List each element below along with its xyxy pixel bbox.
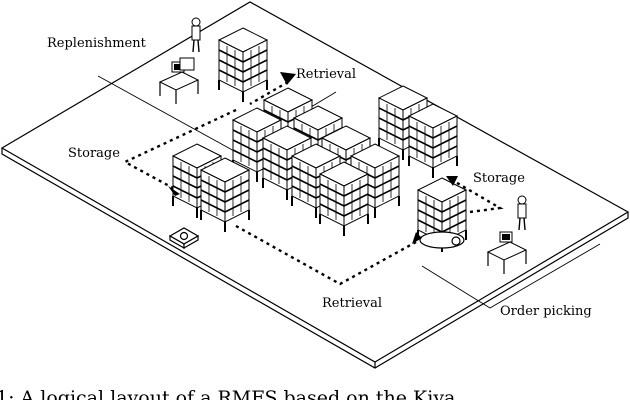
arrow-icon	[412, 232, 422, 244]
free-drive-unit-icon	[168, 227, 200, 250]
tote-icon	[179, 57, 195, 71]
retrieval-route-bottom	[235, 224, 417, 286]
label-storage-left: Storage	[68, 146, 120, 161]
retrieval-route-top	[249, 80, 289, 106]
label-replenishment: Replenishment	[47, 36, 147, 51]
label-storage-right: Storage	[473, 171, 525, 186]
replenishment-worker	[191, 17, 201, 53]
arrow-icon	[168, 186, 180, 196]
figure-caption: 1: A logical layout of a RMFS based on t…	[0, 387, 474, 400]
arrow-icon	[446, 176, 458, 186]
arrow-icon	[280, 72, 296, 85]
storage-pod	[218, 27, 268, 103]
picking-worker	[517, 195, 527, 231]
label-retrieval-top: Retrieval	[296, 67, 356, 82]
robot-wheel-icon	[451, 236, 461, 246]
picking-desk-icon	[487, 231, 527, 275]
storage-pod	[200, 157, 250, 233]
order-picking-zone	[421, 243, 601, 309]
storage-pod	[408, 103, 458, 179]
label-order-picking: Order picking	[500, 304, 592, 319]
storage-pod	[319, 161, 369, 237]
label-retrieval-bottom: Retrieval	[322, 296, 382, 311]
storage-route-right	[451, 178, 504, 214]
